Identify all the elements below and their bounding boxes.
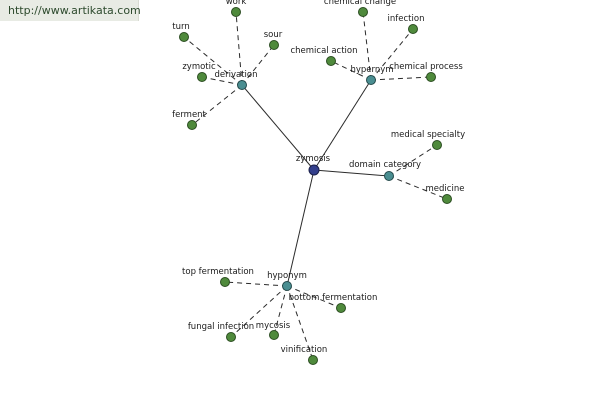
- edge-domain-category-medical-specialty: [388, 144, 438, 177]
- edge-hyponym-vinification: [286, 285, 314, 361]
- leaf-node-mycosis[interactable]: [269, 330, 279, 340]
- center-label[interactable]: zymosis: [296, 154, 331, 164]
- relation-node-derivation[interactable]: [237, 80, 247, 90]
- leaf-node-chemical-action[interactable]: [326, 56, 336, 66]
- graph-nodes: [179, 7, 452, 365]
- edge-domain-category-medicine: [388, 175, 448, 200]
- leaf-label-turn[interactable]: turn: [172, 22, 189, 32]
- leaf-node-top-fermentation[interactable]: [220, 277, 230, 287]
- leaf-label-top-fermentation[interactable]: top fermentation: [182, 267, 254, 277]
- leaf-label-fungal-infection[interactable]: fungal infection: [188, 322, 254, 332]
- edge-derivation-turn: [183, 36, 243, 86]
- leaf-node-vinification[interactable]: [308, 355, 318, 365]
- leaf-label-medical-specialty[interactable]: medical specialty: [391, 130, 465, 140]
- leaf-label-mycosis[interactable]: mycosis: [256, 321, 291, 331]
- leaf-label-zymotic[interactable]: zymotic: [182, 62, 216, 72]
- edge-center-domain-category: [313, 169, 390, 177]
- leaf-label-ferment[interactable]: ferment: [172, 110, 206, 120]
- leaf-label-sour[interactable]: sour: [264, 30, 283, 40]
- center-node[interactable]: [308, 164, 320, 176]
- leaf-node-fungal-infection[interactable]: [226, 332, 236, 342]
- relation-label-domain-category[interactable]: domain category: [349, 160, 421, 170]
- leaf-node-infection[interactable]: [408, 24, 418, 34]
- leaf-node-chemical-change[interactable]: [358, 7, 368, 17]
- leaf-label-chemical-action[interactable]: chemical action: [290, 46, 357, 56]
- relation-node-hyponym[interactable]: [282, 281, 292, 291]
- edge-hypernym-chemical-process: [370, 76, 432, 81]
- leaf-label-bottom-fermentation[interactable]: bottom fermentation: [289, 293, 378, 303]
- leaf-label-chemical-change[interactable]: chemical change: [324, 0, 396, 7]
- source-bar: http://www.artikata.com: [0, 0, 141, 21]
- edge-center-hypernym: [313, 79, 372, 171]
- leaf-node-sour[interactable]: [269, 40, 279, 50]
- leaf-node-medicine[interactable]: [442, 194, 452, 204]
- edge-derivation-zymotic: [201, 76, 243, 86]
- edge-hypernym-chemical-action: [330, 60, 372, 81]
- edge-center-derivation: [241, 84, 315, 171]
- leaf-label-vinification[interactable]: vinification: [281, 345, 328, 355]
- edge-hyponym-fungal-infection: [230, 285, 288, 338]
- graph-labels: zymosis derivation work turn sour zymotic ferm…: [172, 0, 465, 355]
- edge-derivation-work: [235, 11, 243, 86]
- edge-derivation-ferment: [191, 84, 243, 126]
- relation-node-domain-category[interactable]: [384, 171, 394, 181]
- leaf-label-work[interactable]: work: [226, 0, 247, 7]
- leaf-label-infection[interactable]: infection: [388, 14, 425, 24]
- leaf-node-medical-specialty[interactable]: [432, 140, 442, 150]
- relation-node-hypernym[interactable]: [366, 75, 376, 85]
- leaf-label-medicine[interactable]: medicine: [426, 184, 465, 194]
- edge-center-hyponym: [286, 169, 315, 287]
- edge-hypernym-infection: [370, 28, 414, 81]
- source-link[interactable]: http://www.artikata.com: [8, 4, 141, 17]
- edge-hyponym-top-fermentation: [224, 281, 288, 287]
- leaf-node-bottom-fermentation[interactable]: [336, 303, 346, 313]
- leaf-node-turn[interactable]: [179, 32, 189, 42]
- leaf-node-chemical-process[interactable]: [426, 72, 436, 82]
- relation-label-hyponym[interactable]: hyponym: [267, 271, 307, 281]
- leaf-node-zymotic[interactable]: [197, 72, 207, 82]
- relation-label-derivation[interactable]: derivation: [214, 70, 257, 80]
- leaf-node-ferment[interactable]: [187, 120, 197, 130]
- graph-edges: [183, 11, 448, 361]
- leaf-node-work[interactable]: [231, 7, 241, 17]
- edge-hypernym-chemical-change: [362, 11, 372, 81]
- leaf-label-chemical-process[interactable]: chemical process: [389, 62, 463, 72]
- relation-label-hypernym[interactable]: hypernym: [350, 65, 393, 75]
- edge-hyponym-bottom-fermentation: [286, 285, 342, 309]
